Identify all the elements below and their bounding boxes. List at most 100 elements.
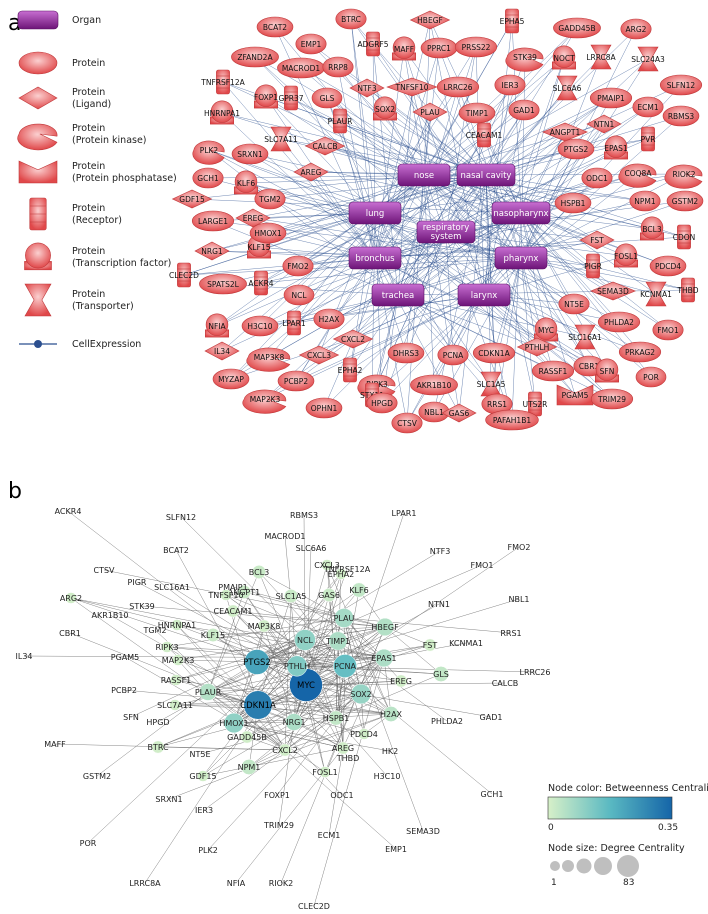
protein-label-pafah1b1: PAFAH1B1: [493, 416, 531, 425]
protein-node-lrrc8a: [590, 44, 612, 70]
b-edge-gas6-0: [256, 594, 330, 663]
b-label-epha2: EPHA2: [328, 570, 354, 579]
legend-glyph-protein-transporter: [24, 283, 52, 317]
protein-label-epha2: EPHA2: [338, 366, 363, 375]
b-label-map3k8: MAP3K8: [248, 622, 281, 631]
b-node-epas1: [374, 648, 394, 668]
b-node-ereg: [394, 674, 408, 688]
protein-node-ecm1: [632, 96, 664, 118]
b-label-hspb1: HSPB1: [323, 714, 350, 723]
b-label-rrs1: RRS1: [500, 629, 521, 638]
protein-node-sox2: [372, 96, 397, 121]
legend-label-0: Organ: [72, 15, 101, 26]
edge-gdf15-0: [191, 174, 425, 200]
organ-bronchus: [348, 246, 402, 270]
protein-label-gadd45b: GADD45B: [558, 24, 595, 33]
b-edge-kcnma1-0: [383, 642, 467, 659]
protein-node-slc6a6: [556, 75, 578, 101]
size-legend-title: Node size: Degree Centrality: [548, 843, 685, 854]
protein-node-lpar1: [287, 310, 301, 336]
protein-label-plau: PLAU: [420, 108, 440, 117]
edge-pcna-1: [445, 231, 454, 356]
b-edge-ntn1-0: [257, 603, 440, 706]
b-edge-bcat2-0: [175, 549, 286, 751]
protein-label-foxp1: FOXP1: [254, 93, 278, 102]
protein-label-fmo1: FMO1: [657, 326, 679, 335]
organ-nasopharynx: [491, 201, 551, 225]
protein-node-ptgs2: [557, 138, 595, 160]
b-node-ncl: [294, 629, 316, 651]
b-label-ecm1: ECM1: [318, 831, 341, 840]
b-edge-map2k3-1: [177, 659, 337, 719]
b-label-slc7a11: SLC7A11: [157, 701, 193, 710]
b-label-ier3: IER3: [195, 806, 213, 815]
protein-label-fst: FST: [590, 236, 604, 245]
organ-label-bronchus: bronchus: [355, 254, 395, 264]
edge-srxn1-2: [249, 153, 447, 233]
b-edge-akr1b10-0: [109, 614, 344, 749]
protein-node-ntn1: [586, 114, 622, 134]
b-label-ripk3: RIPK3: [155, 643, 178, 652]
edge-hpgd-0: [381, 294, 485, 404]
edge-epha2-1: [349, 257, 522, 371]
protein-label-h3c10: H3C10: [247, 322, 272, 331]
b-node-cxcl2: [278, 743, 292, 757]
b-label-por: POR: [80, 839, 97, 848]
protein-node-coq8a: [618, 163, 657, 188]
edge-sox2-1: [384, 108, 522, 214]
protein-node-pthlh: [516, 337, 558, 357]
b-label-calcb: CALCB: [492, 679, 519, 688]
legend-label-2: Protein(Ligand): [72, 87, 111, 110]
protein-node-prss22: [454, 36, 498, 58]
b-label-ctsv: CTSV: [93, 566, 115, 575]
b-label-gch1: GCH1: [481, 790, 504, 799]
b-node-pdcd4: [358, 728, 370, 740]
b-label-gadd45b: GADD45B: [227, 733, 267, 742]
protein-node-gas6: [441, 403, 477, 423]
protein-node-hspb1: [554, 192, 592, 214]
b-node-timp1: [328, 631, 348, 651]
protein-node-odc1: [581, 167, 613, 189]
protein-label-riok2: RIOK2: [672, 170, 695, 179]
b-node-angpt1: [237, 585, 251, 599]
b-label-ackr4: ACKR4: [55, 507, 82, 516]
b-node-rassf1: [170, 674, 182, 686]
b-edge-il34-0: [23, 655, 385, 659]
b-label-cbr1: CBR1: [59, 629, 81, 638]
b-edge-ceacam1-2: [232, 610, 386, 628]
protein-node-pdcd4: [649, 255, 687, 277]
b-label-epas1: EPAS1: [371, 654, 396, 663]
protein-label-lrrc26: LRRC26: [443, 83, 472, 92]
edge-myc-0: [423, 174, 547, 331]
protein-label-gls: GLS: [320, 94, 335, 103]
protein-label-slc16a1: SLC16A1: [568, 333, 602, 342]
edge-hbegf-3: [429, 19, 485, 296]
protein-label-ntn1: NTN1: [594, 120, 615, 129]
b-label-pmaip1: PMAIP1: [218, 583, 247, 592]
organ-lung: [348, 201, 402, 225]
protein-label-fmo2: FMO2: [287, 262, 309, 271]
size-legend-min: 1: [551, 878, 557, 888]
protein-label-rbms3: RBMS3: [668, 112, 695, 121]
protein-node-clec2d: [177, 262, 191, 288]
protein-node-akr1b10: [410, 374, 458, 396]
protein-label-gdf15: GDF15: [179, 195, 205, 204]
protein-node-fmo2: [282, 255, 314, 277]
protein-node-dhrs3: [387, 342, 425, 364]
edge-stx11-1: [371, 231, 447, 396]
protein-node-pcbp2: [277, 370, 315, 392]
edge-h3c10-3: [259, 212, 376, 327]
b-edge-cxcl3-2: [326, 564, 339, 642]
b-label-slfn12: SLFN12: [166, 513, 196, 522]
organ-label-nasopharynx: nasopharynx: [493, 209, 548, 219]
b-edge-bcl3-0: [258, 571, 346, 667]
b-edge-epas1-5: [304, 639, 385, 659]
protein-label-lrrc8a: LRRC8A: [586, 53, 616, 62]
b-label-emp1: EMP1: [385, 845, 407, 854]
edge-slc1a5-3: [374, 257, 492, 385]
b-edge-cxcl2-1: [284, 665, 346, 751]
b-edge-h2ax-0: [383, 657, 392, 715]
b-node-gadd45b: [240, 730, 254, 744]
b-edge-gdf15-1: [202, 747, 344, 777]
